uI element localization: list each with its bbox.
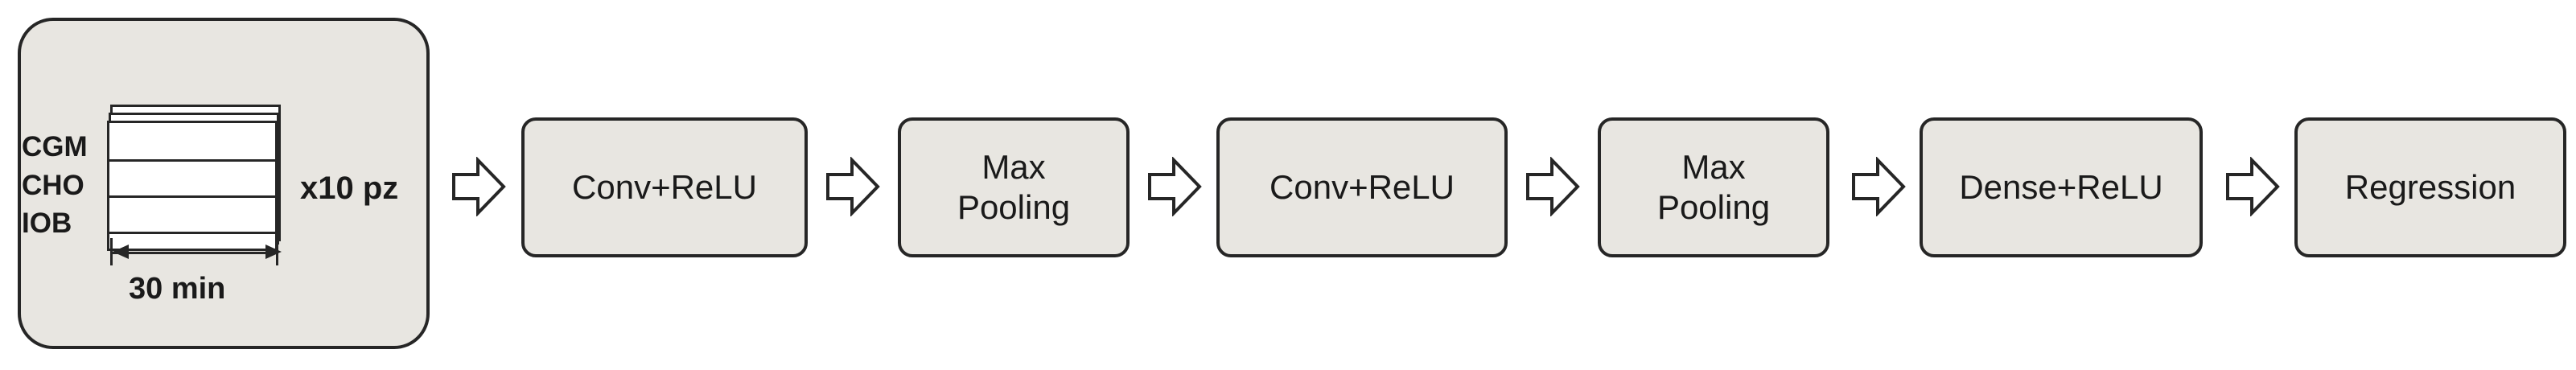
stack-row-divider: [109, 159, 275, 162]
dimension-tick-left: [110, 238, 113, 265]
stack-row-divider: [109, 232, 275, 234]
flow-arrow-icon: [826, 157, 880, 216]
stack-layer-front: [107, 121, 278, 251]
feature-label-cgm: CGM: [22, 131, 88, 162]
flow-arrow-icon: [1852, 157, 1906, 216]
stage-conv-relu-2: Conv+ReLU: [1216, 117, 1508, 257]
time-window-dimension-line: [110, 252, 278, 254]
flow-arrow-icon: [1526, 157, 1580, 216]
stage-label: Dense+ReLU: [1959, 168, 2163, 206]
flow-arrow-icon: [452, 157, 506, 216]
stage-max-pooling-1: Max Pooling: [898, 117, 1130, 257]
stage-max-pooling-2: Max Pooling: [1598, 117, 1829, 257]
patients-multiplier-label: x10 pz: [300, 171, 399, 206]
stage-label: Conv+ReLU: [1269, 168, 1455, 206]
stack-row-divider: [109, 195, 275, 198]
stage-conv-relu-1: Conv+ReLU: [521, 117, 808, 257]
stage-label: Max Pooling: [957, 148, 1071, 226]
stage-dense-relu: Dense+ReLU: [1920, 117, 2203, 257]
feature-label-iob: IOB: [22, 208, 72, 239]
dimension-arrowheads-icon: [113, 245, 282, 259]
stage-label: Conv+ReLU: [572, 168, 757, 206]
flow-arrow-icon: [2226, 157, 2280, 216]
stage-label: Regression: [2344, 168, 2516, 206]
stage-regression: Regression: [2294, 117, 2566, 257]
time-window-label: 30 min: [129, 272, 226, 306]
feature-label-cho: CHO: [22, 170, 84, 201]
flow-arrow-icon: [1148, 157, 1202, 216]
stage-label: Max Pooling: [1656, 148, 1771, 226]
